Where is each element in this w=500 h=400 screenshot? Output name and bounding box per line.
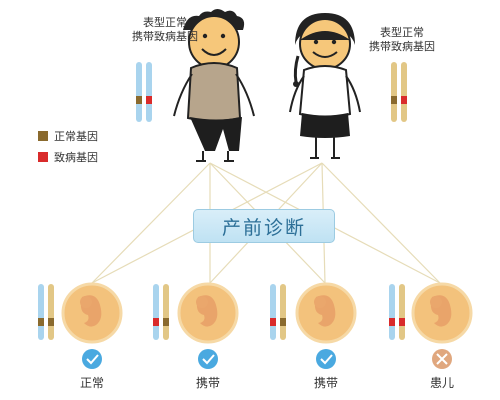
- mother-chromosomes: [391, 62, 407, 122]
- legend-label-disease: 致病基因: [54, 151, 98, 164]
- cross-icon: [432, 349, 452, 369]
- legend-item-normal: 正常基因: [38, 128, 98, 144]
- mother-label-line-1: 表型正常: [380, 26, 424, 39]
- embryo-2-chromosomes: [153, 284, 169, 340]
- outcome-label-1: 正常: [79, 376, 104, 390]
- embryo-4-chromosomes: [389, 284, 405, 340]
- prenatal-diagnosis-box: 产前诊断: [193, 209, 335, 243]
- father-label: 表型正常 携带致病基因: [120, 16, 210, 44]
- outcome-label-3: 携带: [313, 376, 338, 390]
- legend: 正常基因 致病基因: [38, 128, 98, 165]
- embryo-1: [61, 282, 123, 344]
- father-label-line-1: 表型正常: [143, 16, 187, 29]
- mother-label: 表型正常 携带致病基因: [357, 26, 447, 54]
- legend-swatch-disease: [38, 152, 48, 162]
- legend-label-normal: 正常基因: [54, 130, 98, 143]
- mother-label-line-2: 携带致病基因: [369, 40, 435, 53]
- embryo-2: [177, 282, 239, 344]
- father-chromosomes: [136, 62, 152, 122]
- embryo-1-chromosomes: [38, 284, 54, 340]
- outcome-label-4: 患儿: [429, 376, 454, 390]
- mother-figure: [289, 13, 361, 159]
- father-figure: [173, 9, 255, 162]
- legend-item-disease: 致病基因: [38, 149, 98, 165]
- embryo-3-chromosomes: [270, 284, 286, 340]
- embryo-3: [295, 282, 357, 344]
- center-title: 产前诊断: [221, 216, 306, 239]
- embryo-4: [411, 282, 473, 344]
- check-icon: [82, 349, 102, 369]
- legend-swatch-normal: [38, 131, 48, 141]
- outcome-label-2: 携带: [195, 376, 220, 390]
- check-icon: [316, 349, 336, 369]
- father-label-line-2: 携带致病基因: [132, 30, 198, 43]
- check-icon: [198, 349, 218, 369]
